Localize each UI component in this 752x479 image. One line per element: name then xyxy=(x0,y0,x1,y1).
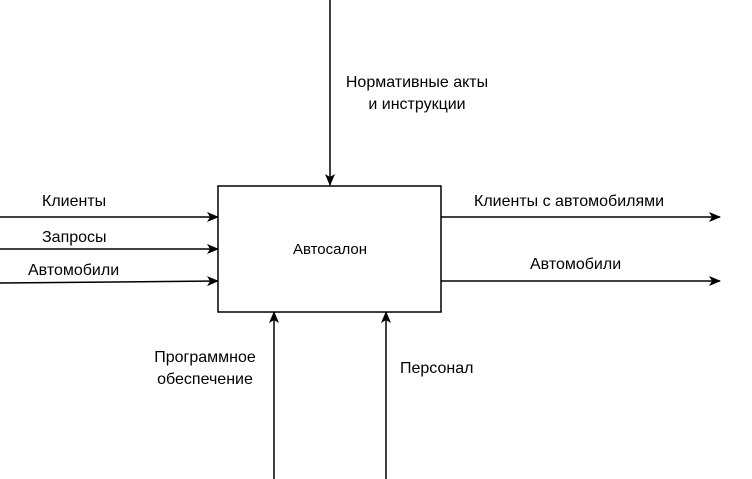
input-label-clients: Клиенты xyxy=(42,193,106,210)
control-label-line2: и инструкции xyxy=(368,96,465,113)
input-label-requests: Запросы xyxy=(42,229,107,246)
input-label-cars: Автомобили xyxy=(28,262,119,279)
mechanism-label-software-line2: обеспечение xyxy=(157,371,253,388)
output-label-clients-with-cars: Клиенты с автомобилями xyxy=(474,193,664,210)
input-arrow-cars xyxy=(0,276,219,287)
function-box-label: Автосалон xyxy=(293,241,367,258)
function-box xyxy=(217,185,442,313)
output-label-cars: Автомобили xyxy=(530,256,621,273)
control-label-line1: Нормативные акты xyxy=(346,74,488,91)
mechanism-label-software-line1: Программное xyxy=(154,349,256,366)
mechanism-label-staff: Персонал xyxy=(400,360,473,377)
